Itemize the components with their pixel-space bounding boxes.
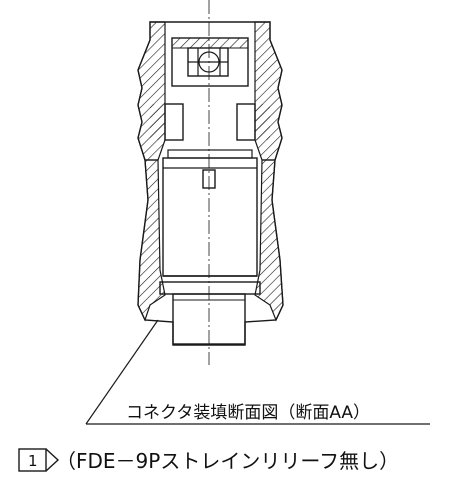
section-label: コネクタ装填断面図（断面AA） [126, 403, 370, 423]
left-inner-block-hatch [150, 104, 165, 140]
right-wall-lower-hatch [254, 159, 284, 322]
top-cap-inner-hatch [171, 37, 249, 49]
callout-number: 1 [28, 452, 38, 470]
connector-housing [162, 157, 258, 277]
callout-number-box [18, 448, 47, 472]
leader-line [85, 319, 159, 425]
left-wall-lower-hatch [137, 159, 166, 322]
right-inner-block [236, 103, 256, 141]
bottom-ferrule [172, 293, 246, 345]
left-inner-block [164, 103, 184, 141]
callout-arrow [45, 448, 60, 472]
screw-head [198, 51, 220, 73]
bottom-ring [159, 281, 261, 295]
connector-pin [202, 169, 216, 189]
right-inner-block-hatch [255, 104, 270, 140]
connector-flange [167, 149, 253, 159]
callout-text: （FDE－9Pストレインリリーフ無し） [56, 449, 399, 473]
